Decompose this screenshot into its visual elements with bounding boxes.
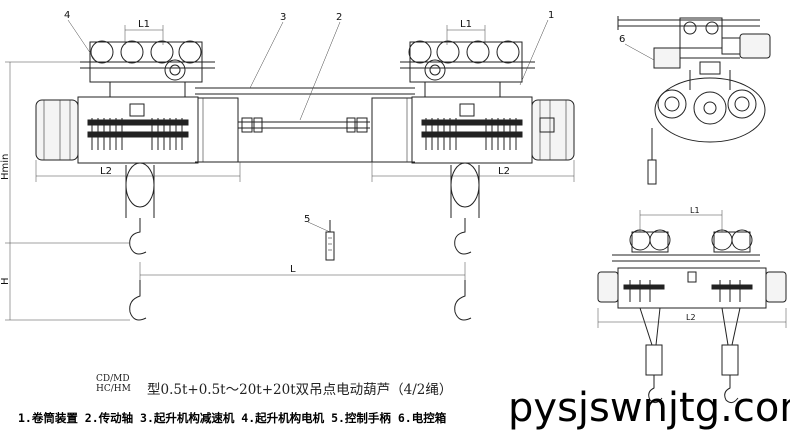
right-motor xyxy=(531,99,575,161)
left-hook-lower xyxy=(129,280,147,321)
dim-l: L xyxy=(290,264,296,275)
dim-l2-left: L2 xyxy=(100,166,112,177)
label-part1: 1 xyxy=(548,10,554,21)
left-trolley-gear xyxy=(164,59,186,81)
model-line-1: CD/MD xyxy=(96,374,130,384)
dim-l1-small: L1 xyxy=(690,206,700,215)
left-hook-block xyxy=(125,162,155,208)
model-line-2: HC/HM xyxy=(96,384,131,394)
drawing-title: 型0.5t+0.5t～20t+20t双吊点电动葫芦（4/2绳） xyxy=(147,382,453,398)
label-part6: 6 xyxy=(619,34,625,45)
watermark: pysjswnjtg.com xyxy=(508,385,790,431)
model-codes: CD/MD HC/HM xyxy=(96,374,131,394)
left-trolley-wheel-3 xyxy=(150,40,174,64)
dimension-lines xyxy=(5,19,575,321)
right-reducer xyxy=(371,97,413,163)
right-hook-lower xyxy=(454,280,472,321)
left-drum-housing xyxy=(77,96,199,164)
label-part5: 5 xyxy=(304,214,310,225)
left-reducer xyxy=(197,97,239,163)
dim-l1-left: L1 xyxy=(138,19,150,30)
left-drum-grooves xyxy=(87,118,189,150)
label-part3: 3 xyxy=(280,12,286,23)
left-trolley-wheel-2 xyxy=(120,40,144,64)
electric-box xyxy=(653,47,681,69)
right-drum-grooves xyxy=(421,118,523,150)
right-hoist xyxy=(371,40,575,321)
right-trolley-frame xyxy=(409,41,523,83)
dim-l1-right: L1 xyxy=(460,19,472,30)
dim-hmin: Hmin xyxy=(0,154,11,180)
left-hoist xyxy=(35,40,239,321)
dim-h: H xyxy=(0,277,11,285)
left-trolley-gear-inner xyxy=(169,64,181,76)
front-view-bottom xyxy=(597,210,787,404)
side-view-top xyxy=(617,16,771,185)
side-motor xyxy=(739,33,771,59)
right-drum-housing xyxy=(411,96,533,164)
left-trolley-wheel-4 xyxy=(178,40,202,64)
label-part4: 4 xyxy=(64,10,70,21)
right-hook xyxy=(454,218,472,255)
parts-legend: 1.卷筒装置 2.传动轴 3.起升机构减速机 4.起升机构电机 5.控制手柄 6… xyxy=(18,411,447,425)
drive-shaft xyxy=(195,87,415,163)
left-motor xyxy=(35,99,79,161)
right-hook-block xyxy=(450,162,480,208)
side-body xyxy=(654,77,766,143)
dim-l2-right: L2 xyxy=(498,166,510,177)
left-trolley-frame xyxy=(89,41,203,83)
left-trolley-wheel-1 xyxy=(90,40,114,64)
label-part2: 2 xyxy=(336,12,342,23)
left-hook xyxy=(129,218,147,255)
control-pendant xyxy=(325,220,335,261)
dim-l2-small: L2 xyxy=(686,313,696,322)
